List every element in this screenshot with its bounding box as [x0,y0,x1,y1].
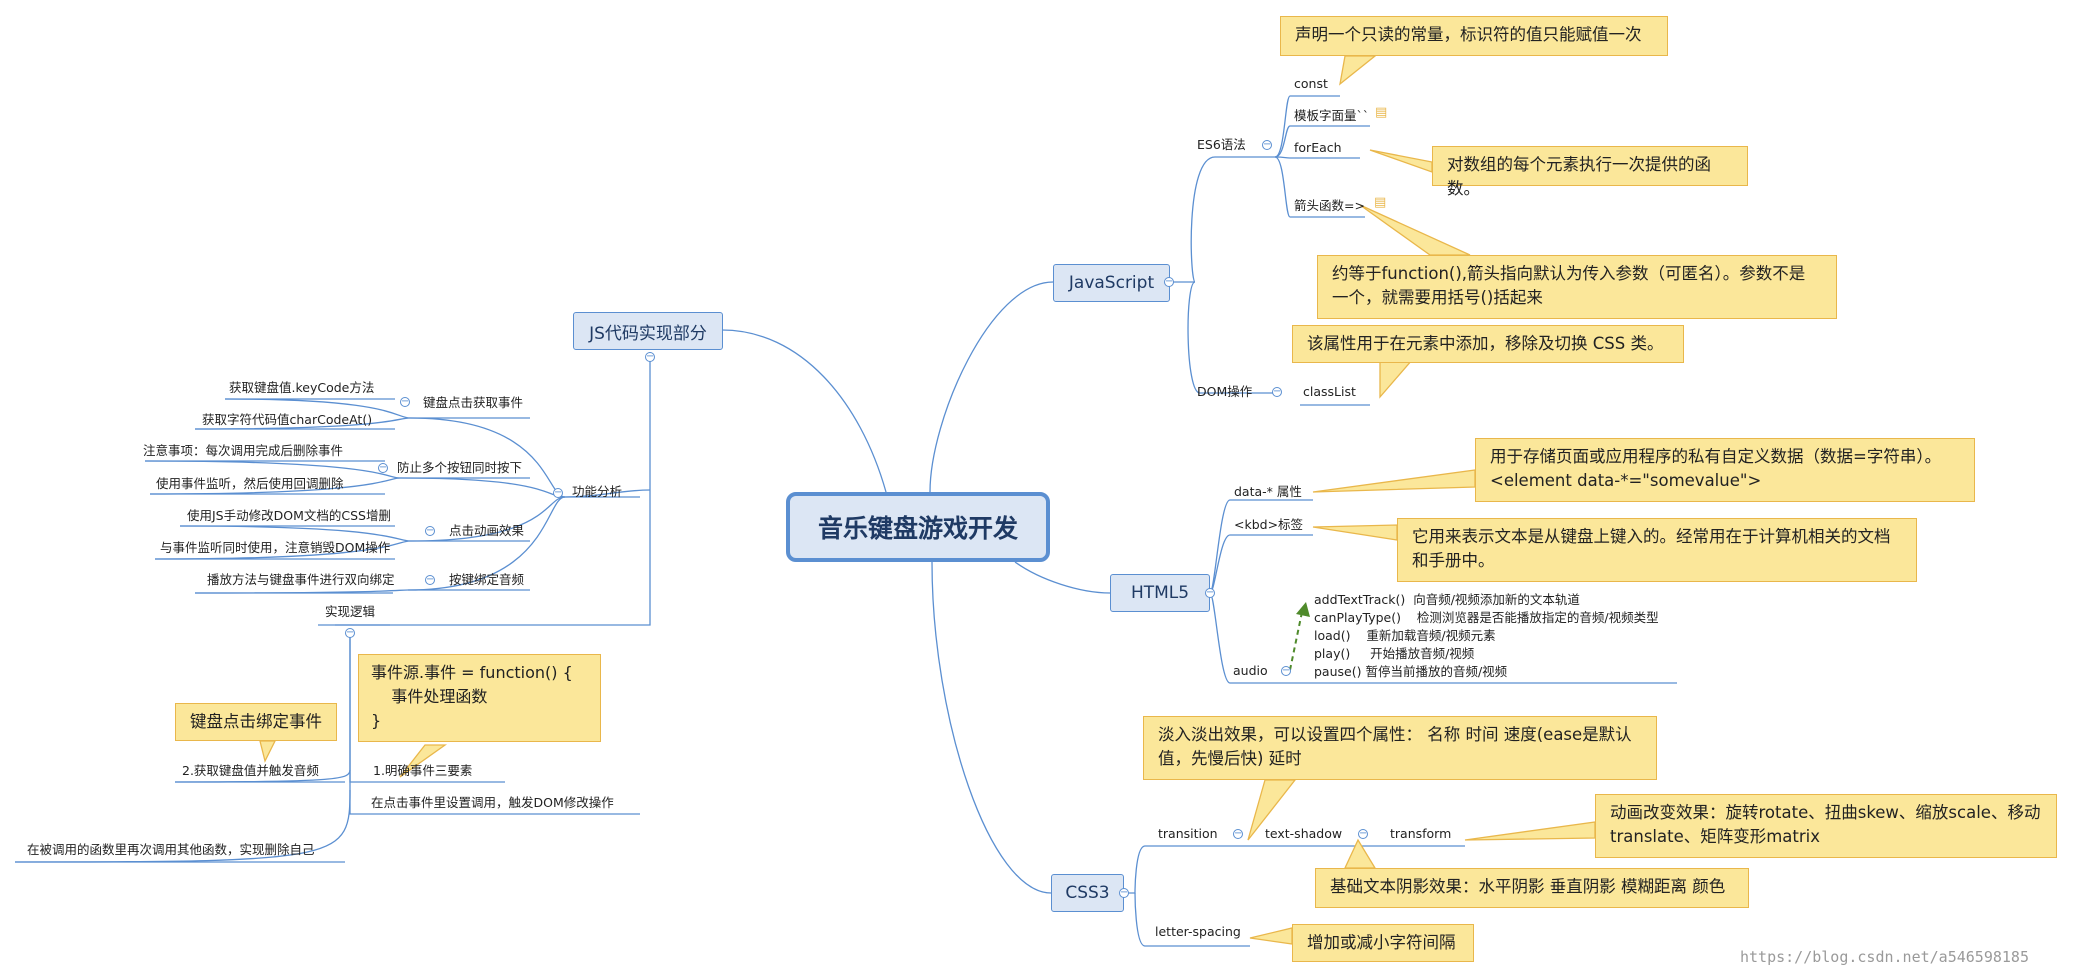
node-call-remove-self[interactable]: 在被调用的函数里再次调用其他函数，实现删除自己 [27,842,315,857]
node-feature-analysis[interactable]: 功能分析 [572,484,623,499]
note-line: } [371,711,382,730]
note-arrow-function: 约等于function(),箭头指向默认为传入参数（可匿名）。参数不是 一个，就… [1317,255,1837,319]
note-text-shadow: 基础文本阴影效果：水平阴影 垂直阴影 模糊距离 颜色 [1315,868,1749,908]
collapse-toggle-icon[interactable]: − [378,462,388,473]
note-line: <element data-*="somevalue"> [1490,471,1762,490]
collapse-toggle-icon[interactable]: − [425,574,435,585]
watermark: https://blog.csdn.net/a546598185 [1740,948,2029,966]
node-implementation-logic[interactable]: 实现逻辑 [325,604,376,619]
collapse-toggle-icon[interactable]: − [1262,139,1272,150]
collapse-toggle-icon[interactable]: − [553,487,563,498]
leaf-letter-spacing[interactable]: letter-spacing [1155,924,1241,939]
attached-note-icon[interactable]: ▤ [1374,195,1387,210]
audio-methods-list: addTextTrack() 向音频/视频添加新的文本轨道 canPlayTyp… [1314,591,1659,681]
note-line: 事件处理函数 [371,687,488,706]
collapse-toggle-icon[interactable]: − [645,351,655,362]
collapse-toggle-icon[interactable]: − [1281,665,1291,676]
node-key-bind-audio[interactable]: 按键绑定音频 [449,572,525,587]
leaf-arrow-function[interactable]: 箭头函数=> [1294,198,1365,213]
note-transform: 动画改变效果：旋转rotate、扭曲skew、缩放scale、移动 transl… [1595,794,2057,858]
audio-method[interactable]: load() 重新加载音频/视频元素 [1314,628,1496,643]
collapse-toggle-icon[interactable]: − [1233,828,1243,839]
note-keyboard-bind-event: 键盘点击绑定事件 [175,703,337,741]
leaf-two-way-binding[interactable]: 播放方法与键盘事件进行双向绑定 [207,572,395,587]
attached-note-icon[interactable]: ▤ [1375,105,1388,120]
audio-method[interactable]: addTextTrack() 向音频/视频添加新的文本轨道 [1314,592,1580,607]
collapse-toggle-icon[interactable]: − [345,627,355,638]
audio-method[interactable]: canPlayType() 检测浏览器是否能播放指定的音频/视频类型 [1314,610,1659,625]
leaf-remove-event-note[interactable]: 注意事项：每次调用完成后删除事件 [143,443,344,458]
node-click-call-dom[interactable]: 在点击事件里设置调用，触发DOM修改操作 [371,795,614,810]
node-get-key-trigger-audio[interactable]: 2.获取键盘值并触发音频 [182,763,319,778]
collapse-toggle-icon[interactable]: − [1164,276,1174,287]
note-foreach: 对数组的每个元素执行一次提供的函数。 [1432,146,1748,198]
note-line: 和手册中。 [1412,551,1495,570]
node-event-three-elements[interactable]: 1.明确事件三要素 [373,763,473,778]
collapse-toggle-icon[interactable]: − [425,525,435,536]
topic-js-implementation[interactable]: JS代码实现部分 [573,312,723,350]
note-kbd-tag: 它用来表示文本是从键盘上键入的。经常用在于计算机相关的文档 和手册中。 [1397,518,1917,582]
note-line: translate、矩阵变形matrix [1610,827,1821,846]
leaf-js-modify-css[interactable]: 使用JS手动修改DOM文档的CSS增删 [187,508,391,523]
note-classlist: 该属性用于在元素中添加，移除及切换 CSS 类。 [1292,325,1684,363]
audio-relationship-arrow [1289,602,1310,671]
collapse-toggle-icon[interactable]: − [1358,828,1368,839]
note-letter-spacing: 增加或减小字符间隔 [1292,924,1474,962]
note-line: 用于存储页面或应用程序的私有自定义数据（数据=字符串）。 [1490,447,1942,466]
leaf-data-attribute[interactable]: data-* 属性 [1234,484,1302,499]
node-prevent-multi-press[interactable]: 防止多个按钮同时按下 [397,460,523,475]
collapse-toggle-icon[interactable]: − [1119,887,1129,898]
leaf-audio[interactable]: audio [1233,663,1268,678]
leaf-template-literal[interactable]: 模板字面量`` [1294,108,1370,123]
note-const: 声明一个只读的常量，标识符的值只能赋值一次 [1280,16,1668,56]
node-dom-operation[interactable]: DOM操作 [1197,384,1253,399]
audio-method[interactable]: pause() 暂停当前播放的音频/视频 [1314,664,1508,679]
note-data-attribute: 用于存储页面或应用程序的私有自定义数据（数据=字符串）。 <element da… [1475,438,1975,502]
central-topic[interactable]: 音乐键盘游戏开发 [786,492,1050,562]
collapse-toggle-icon[interactable]: − [1272,386,1282,397]
note-line: 事件源.事件 = function() { [371,663,573,682]
collapse-toggle-icon[interactable]: − [400,396,410,407]
leaf-event-listener-callback[interactable]: 使用事件监听，然后使用回调删除 [156,476,344,491]
leaf-const[interactable]: const [1294,76,1328,91]
note-event-three-elements: 事件源.事件 = function() { 事件处理函数 } [358,654,601,742]
topic-css3[interactable]: CSS3 [1051,874,1124,912]
node-click-animation[interactable]: 点击动画效果 [449,523,525,538]
leaf-destroy-dom[interactable]: 与事件监听同时使用，注意销毁DOM操作 [160,540,391,555]
note-line: 动画改变效果：旋转rotate、扭曲skew、缩放scale、移动 [1610,803,2041,822]
note-transition: 淡入淡出效果，可以设置四个属性： 名称 时间 速度(ease是默认 值，先慢后快… [1143,716,1657,780]
node-keyboard-event[interactable]: 键盘点击获取事件 [423,395,524,410]
collapse-toggle-icon[interactable]: − [1205,587,1215,598]
note-line: 它用来表示文本是从键盘上键入的。经常用在于计算机相关的文档 [1412,527,1891,546]
leaf-keycode[interactable]: 获取键盘值.keyCode方法 [229,380,375,395]
note-line: 一个，就需要用括号()括起来 [1332,288,1543,307]
leaf-text-shadow[interactable]: text-shadow [1265,826,1343,841]
topic-javascript[interactable]: JavaScript [1053,264,1170,302]
leaf-kbd-tag[interactable]: <kbd>标签 [1234,517,1304,532]
leaf-classlist[interactable]: classList [1303,384,1356,399]
note-line: 淡入淡出效果，可以设置四个属性： 名称 时间 速度(ease是默认 [1158,725,1632,744]
note-line: 约等于function(),箭头指向默认为传入参数（可匿名）。参数不是 [1332,264,1806,283]
topic-html5[interactable]: HTML5 [1110,574,1210,612]
leaf-charcodeat[interactable]: 获取字符代码值charCodeAt() [202,412,373,427]
node-es6-syntax[interactable]: ES6语法 [1197,137,1246,152]
audio-method[interactable]: play() 开始播放音频/视频 [1314,646,1475,661]
note-line: 值，先慢后快) 延时 [1158,749,1302,768]
leaf-transition[interactable]: transition [1158,826,1218,841]
leaf-foreach[interactable]: forEach [1294,140,1342,155]
leaf-transform[interactable]: transform [1390,826,1452,841]
